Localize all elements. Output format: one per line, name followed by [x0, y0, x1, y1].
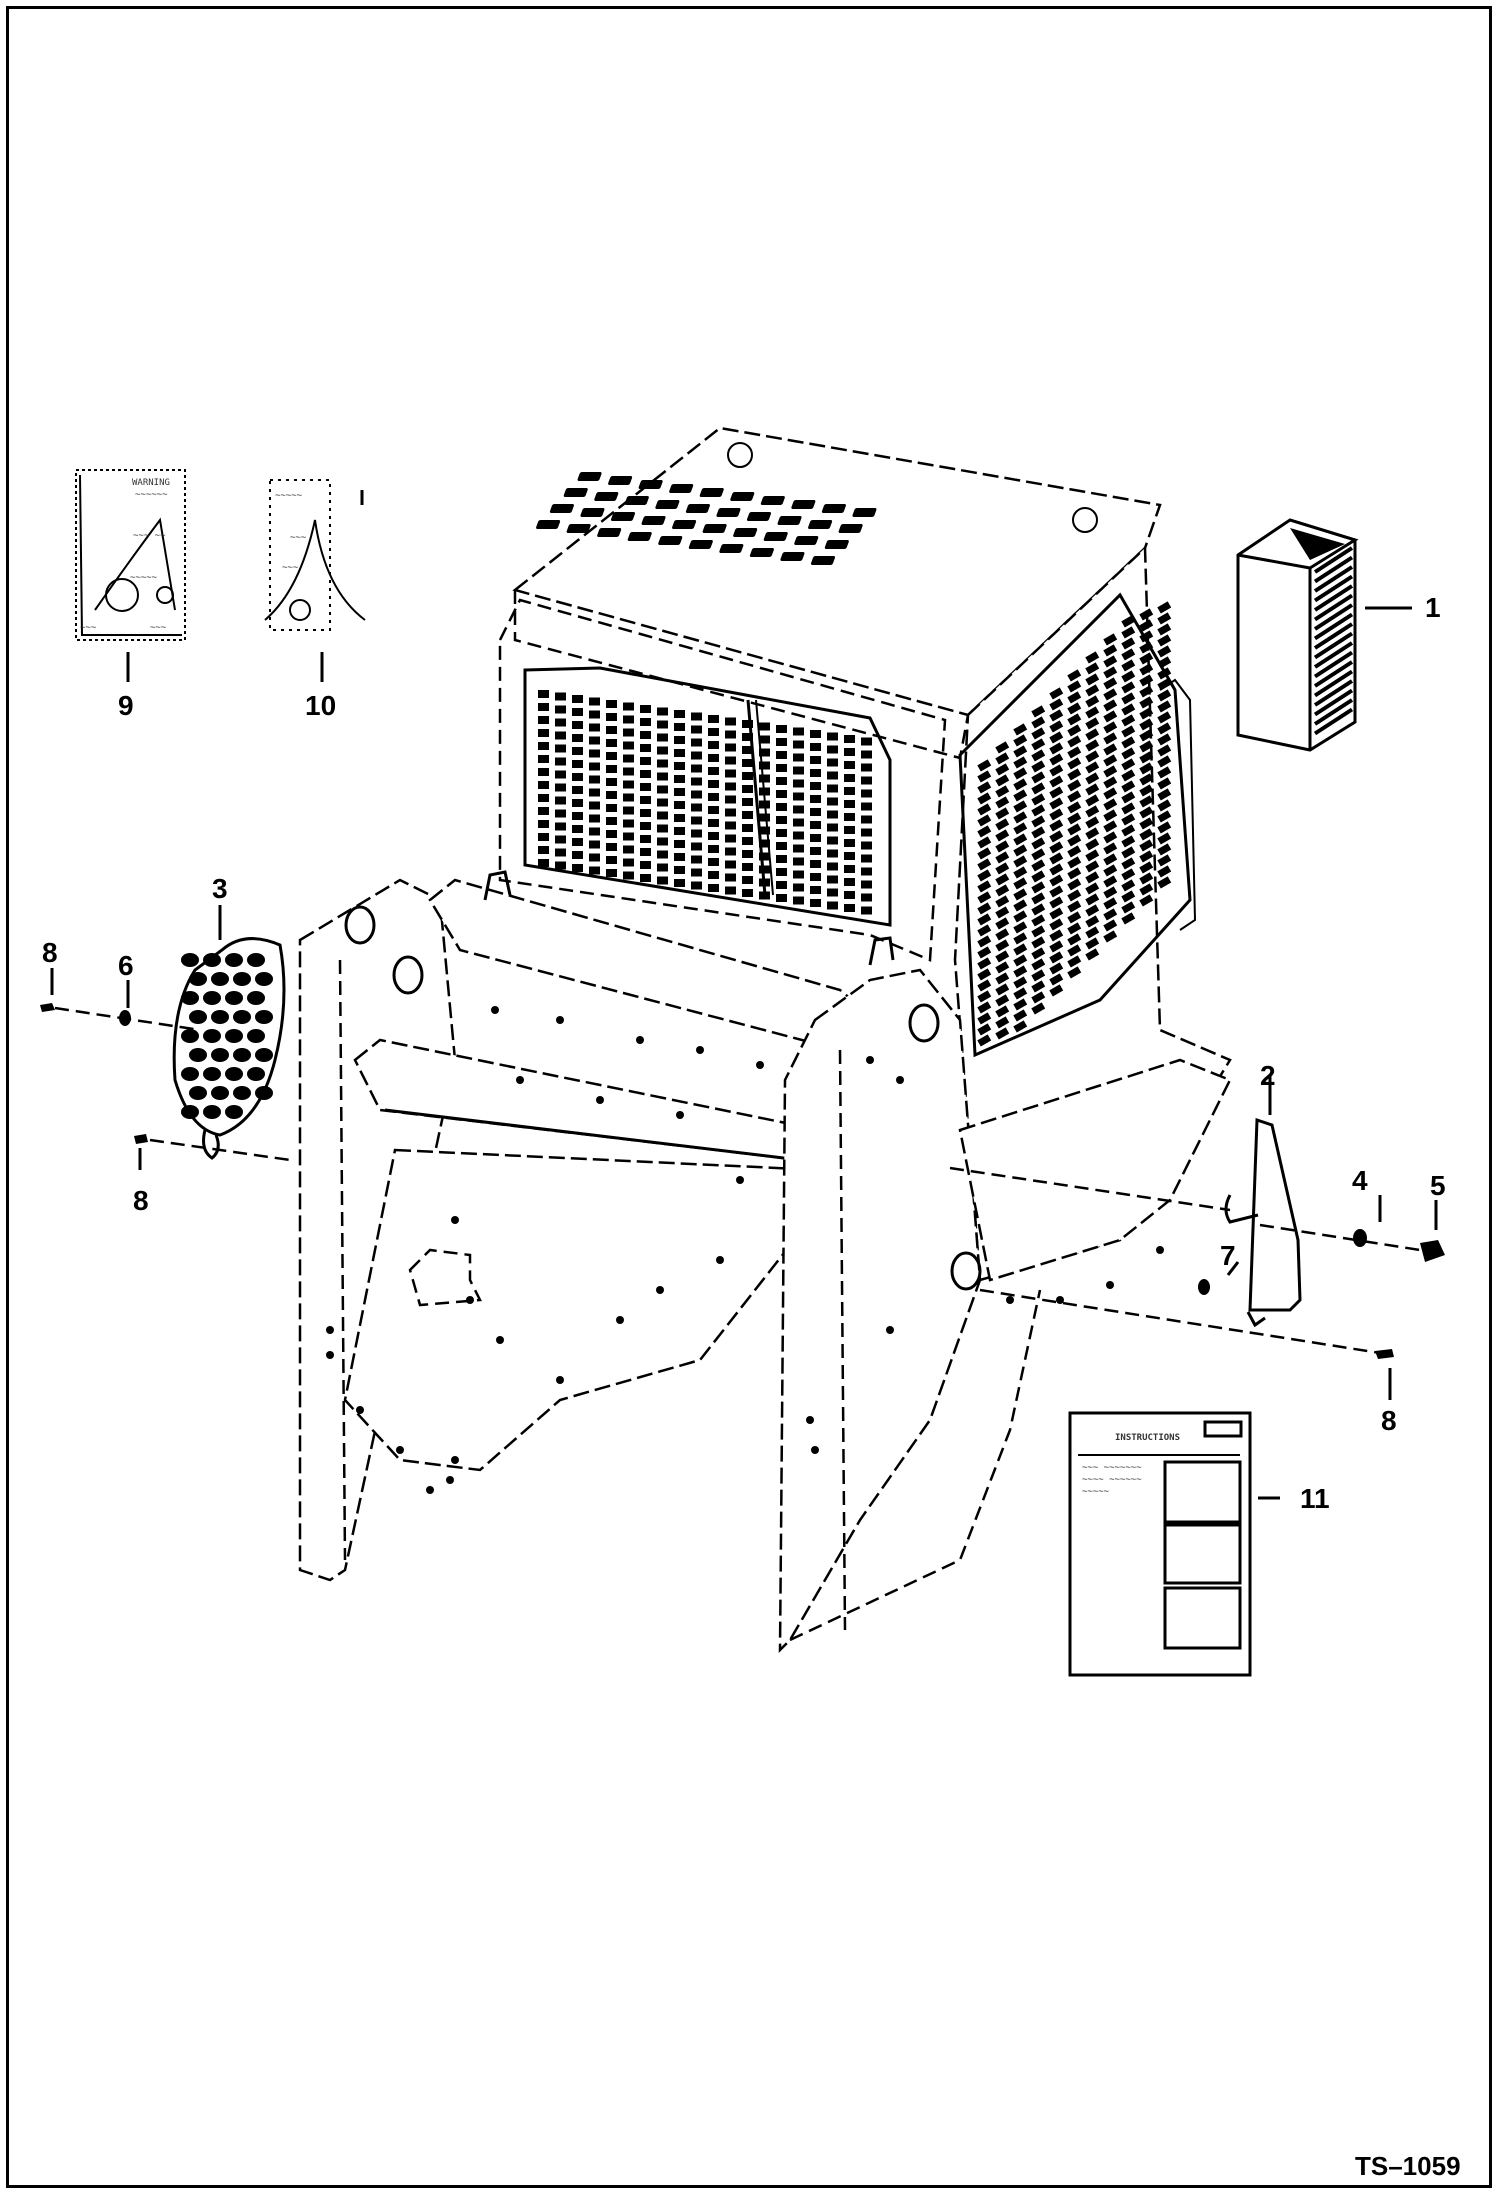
- box-end-hatch: [1313, 546, 1354, 736]
- mounting-holes: [326, 1006, 1164, 1494]
- part-9-decal: WARNING ~~~~~~ ~~~ ~~ ~~~~~ ~~~ ~~~: [75, 469, 186, 682]
- svg-text:~~~ ~~: ~~~ ~~: [133, 531, 166, 541]
- svg-text:~~~: ~~~: [282, 563, 299, 573]
- svg-text:~~~: ~~~: [150, 623, 167, 633]
- bolt-8-right: [1375, 1349, 1394, 1359]
- part-3-step: [172, 905, 286, 1160]
- part-7: [1198, 1279, 1210, 1295]
- svg-text:~~~~~: ~~~~~: [275, 491, 303, 501]
- step-tread-pattern: [181, 953, 273, 1119]
- callout-7: 7: [1220, 1240, 1236, 1271]
- svg-text:~~~~~: ~~~~~: [1082, 1487, 1110, 1497]
- side-window-mesh: [977, 601, 1172, 1047]
- callouts: 1 2 3 4 5 6 7 8 8 8 9 10 11: [42, 592, 1446, 1514]
- cab-frame: [298, 870, 1232, 1654]
- callout-5: 5: [1430, 1170, 1446, 1201]
- callout-2: 2: [1260, 1060, 1276, 1091]
- svg-text:~~~: ~~~: [80, 623, 97, 633]
- callout-9: 9: [118, 690, 134, 721]
- hardware: [40, 1003, 1445, 1359]
- part-11-instruction-sheet: ~~~ ~~~~~~~ ~~~~ ~~~~~~ ~~~~~: [1068, 1411, 1280, 1677]
- callout-1: 1: [1425, 592, 1441, 623]
- svg-text:~~~: ~~~: [290, 533, 307, 543]
- cab-rear-window: [498, 598, 947, 962]
- callout-8-right: 8: [1381, 1405, 1397, 1436]
- rear-window-mesh: [538, 690, 872, 915]
- part-2-step: [1224, 1075, 1302, 1328]
- washer-4: [1353, 1229, 1367, 1247]
- callout-4: 4: [1352, 1165, 1368, 1196]
- drawing-border: [6, 6, 1492, 2188]
- part-1-box: [1236, 518, 1412, 752]
- drawing-reference: TS–1059: [1355, 2151, 1461, 2181]
- callout-8-lower-left: 8: [133, 1185, 149, 1216]
- callout-11: 11: [1300, 1483, 1330, 1514]
- svg-text:WARNING: WARNING: [132, 478, 170, 488]
- assembly-lines: [50, 968, 1438, 1400]
- nut-5: [1420, 1240, 1445, 1262]
- cab-roof: [512, 426, 1162, 760]
- callout-6: 6: [118, 950, 134, 981]
- bolt-8-lower-left: [134, 1134, 148, 1144]
- callout-8-upper-left: 8: [42, 937, 58, 968]
- svg-text:~~~~~: ~~~~~: [130, 573, 158, 583]
- svg-text:~~~~ ~~~~~~: ~~~~ ~~~~~~: [1082, 1475, 1142, 1485]
- callout-3: 3: [212, 873, 228, 904]
- callout-10: 10: [305, 690, 336, 721]
- instruction-sheet-heading: INSTRUCTIONS: [1115, 1433, 1180, 1443]
- bolt-8-upper-left: [40, 1003, 55, 1012]
- roof-vent-grille: [536, 472, 877, 565]
- part-10-decal: ~~~~~ ~~~ ~~~: [264, 479, 366, 682]
- svg-text:~~~~~~: ~~~~~~: [135, 490, 168, 500]
- svg-text:~~~ ~~~~~~~: ~~~ ~~~~~~~: [1082, 1463, 1142, 1473]
